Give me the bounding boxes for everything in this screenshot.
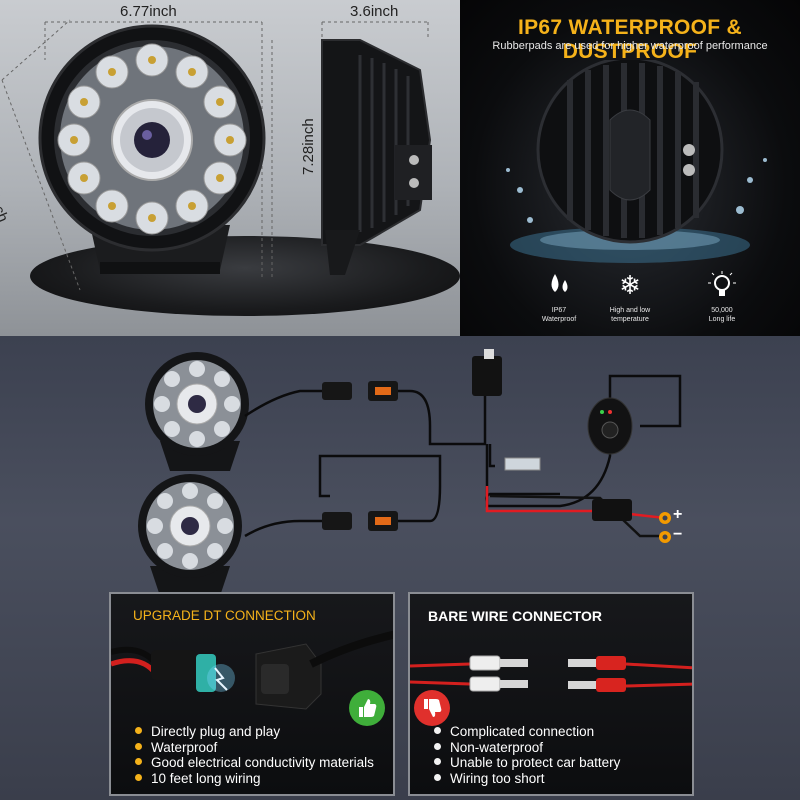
list-item: Unable to protect car battery xyxy=(434,755,620,771)
bare-wire-connector-box: BARE WIRE CONNECTOR Complicated connecti… xyxy=(408,592,694,796)
back-housing-splash-image xyxy=(506,60,767,263)
dt-connection-box: UPGRADE DT CONNECTION Directly plug and … xyxy=(109,592,395,796)
list-item: Directly plug and play xyxy=(135,724,374,740)
rocker-switch xyxy=(587,397,633,455)
depth-dimension-label: 3.6inch xyxy=(350,3,399,20)
feature-waterproof-line2: Waterproof xyxy=(541,316,577,323)
bare-point-text: Unable to protect car battery xyxy=(450,755,621,770)
thumbs-down-badge xyxy=(414,690,450,726)
dt-connection-title: UPGRADE DT CONNECTION xyxy=(133,608,316,623)
positive-terminal xyxy=(659,512,671,524)
feature-temperature-line1: High and low xyxy=(609,307,651,314)
bare-point-text: Complicated connection xyxy=(450,724,595,739)
thumbs-up-badge xyxy=(349,690,385,726)
height-dimension-label: 7.28inch xyxy=(300,118,317,175)
dt-point-text: 10 feet long wiring xyxy=(151,770,261,786)
feature-long-life-line2: Long life xyxy=(708,316,736,323)
dt-connector-closeup-image xyxy=(111,630,393,710)
thumbs-up-icon xyxy=(359,699,377,717)
bare-wire-title: BARE WIRE CONNECTOR xyxy=(428,608,602,624)
front-light-image xyxy=(1,19,432,291)
lightbulb-icon xyxy=(707,270,737,300)
light-unit-bottom xyxy=(138,474,242,596)
fuse-holder xyxy=(592,499,632,521)
list-item: Complicated connection xyxy=(434,724,620,740)
feature-waterproof-line1: IP67 xyxy=(551,307,567,314)
dt-connector-top xyxy=(322,381,398,401)
dt-point-text: Waterproof xyxy=(151,739,218,755)
feature-waterproof: IP67 Waterproof xyxy=(519,270,599,324)
feature-temperature: ❄ High and low temperature xyxy=(590,270,670,324)
ip67-panel: IP67 WATERPROOF & DUSTPROOF Rubberpads a… xyxy=(460,0,800,336)
bare-point-text: Non-waterproof xyxy=(450,739,544,755)
ip67-title: IP67 WATERPROOF & DUSTPROOF xyxy=(517,16,743,63)
negative-terminal xyxy=(659,531,671,543)
list-item: Non-waterproof xyxy=(434,740,620,756)
positive-symbol: + xyxy=(673,506,683,523)
width-dimension-label: 6.77inch xyxy=(120,3,177,20)
list-item: Good electrical conductivity materials xyxy=(135,755,374,771)
thumbs-down-icon xyxy=(424,699,442,717)
feature-long-life: 50,000 Long life xyxy=(682,270,762,324)
dt-benefits-list: Directly plug and play Waterproof Good e… xyxy=(135,724,374,786)
list-item: Waterproof xyxy=(135,740,374,756)
bare-wire-drawbacks-list: Complicated connection Non-waterproof Un… xyxy=(434,724,620,786)
list-item: Wiring too short xyxy=(434,771,620,787)
dt-point-text: Good electrical conductivity materials xyxy=(151,755,374,770)
feature-temperature-line2: temperature xyxy=(611,316,649,323)
water-drop-icon xyxy=(544,270,574,300)
dt-connector-bottom xyxy=(322,511,398,531)
ip67-subtitle: Rubberpads are used for higher waterproo… xyxy=(492,40,768,52)
bare-wire-terminals-image xyxy=(410,655,692,692)
wiring-harness-diagram xyxy=(138,349,682,596)
snowflake-icon: ❄ xyxy=(619,270,641,300)
dt-point-text: Directly plug and play xyxy=(151,724,281,739)
dimensions-panel: 6.77inch 3.6inch 7inch 7.28inch xyxy=(0,0,460,336)
splice-connector xyxy=(504,457,541,471)
feature-long-life-line1: 50,000 xyxy=(711,307,733,314)
relay xyxy=(472,349,502,396)
bare-point-text: Wiring too short xyxy=(450,770,545,786)
negative-symbol: − xyxy=(673,526,683,543)
light-unit-top xyxy=(145,352,249,471)
list-item: 10 feet long wiring xyxy=(135,771,374,787)
